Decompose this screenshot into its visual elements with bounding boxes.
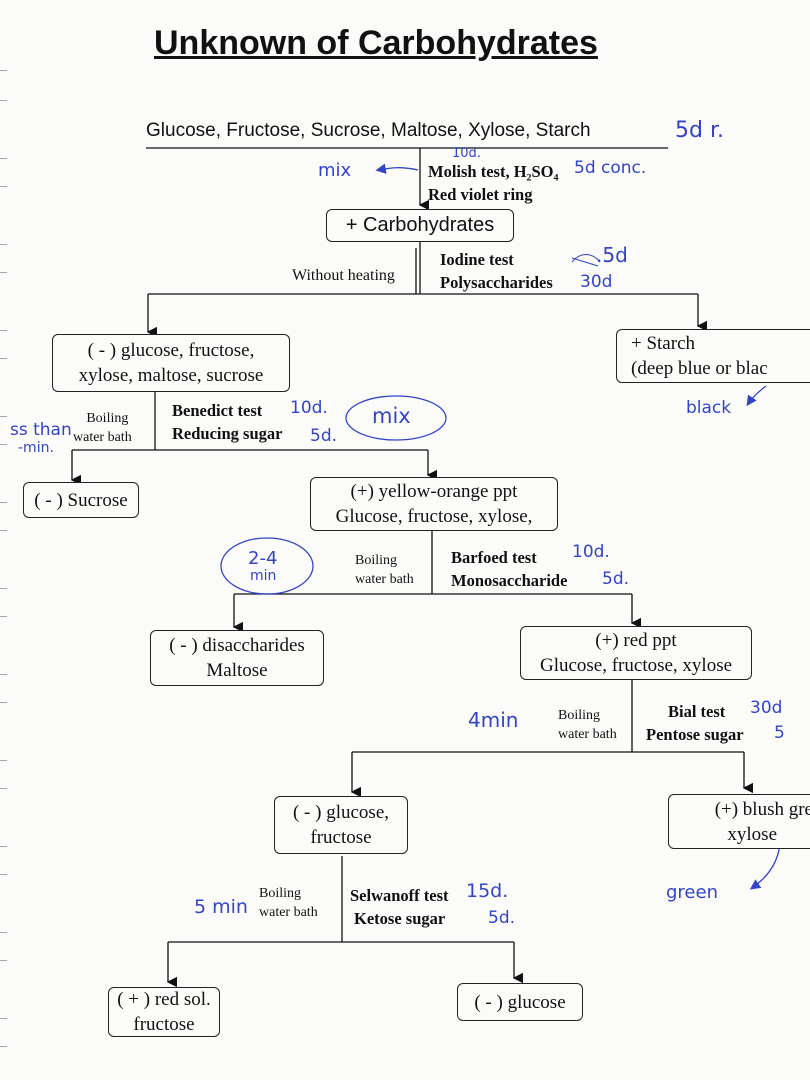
molish-result-label: Red violet ring — [428, 185, 533, 204]
reducing-volume-note: 5d. — [310, 426, 338, 446]
sugars-volume-note: 5d r. — [675, 118, 724, 143]
molish-volume-note: 10d. — [452, 146, 481, 161]
selwanoff-time-note: 5 min — [194, 896, 248, 918]
red-ppt-line1: (+) red ppt — [595, 630, 677, 651]
bial-condition-line1: Boiling — [558, 708, 601, 723]
iodine-condition: Without heating — [292, 267, 395, 284]
selwanoff-volume-note: 15d. — [466, 880, 509, 902]
bial-condition-line2: water bath — [558, 727, 617, 742]
bial-time-note: 4min — [468, 708, 519, 732]
benedict-test-label: Benedict test — [172, 401, 263, 420]
time-circle — [220, 537, 314, 595]
barfoed-detects-label: Monosaccharide — [451, 571, 568, 590]
page-title: Unknown of Carbohydrates — [154, 24, 598, 62]
benedict-condition-line1: Boiling — [86, 411, 129, 426]
iodine-detects-label: Polysaccharides — [440, 273, 553, 292]
barfoed-test-label: Barfoed test — [451, 548, 537, 567]
starch-line2: (deep blue or blac — [631, 358, 768, 379]
red-ppt-line2: Glucose, fructose, xylose — [539, 655, 733, 676]
benedict-condition-line2: water bath — [73, 430, 132, 445]
carbohydrates-label: + Carbohydrates — [345, 214, 495, 236]
monosaccharide-volume-note: 5d. — [602, 569, 630, 589]
barfoed-volume-note: 10d. — [572, 542, 610, 562]
ketose-volume-note: 5d. — [488, 908, 516, 928]
bial-positive-node: (+) blush gre xylose — [668, 794, 810, 849]
bial-positive-line2: xylose — [727, 823, 777, 845]
bial-positive-line1: (+) blush gre — [714, 798, 810, 820]
barfoed-condition-line2: water bath — [355, 572, 414, 587]
starch-color-note: black — [686, 398, 732, 418]
bial-test-label: Bial test — [668, 702, 726, 721]
starch-node: + Starch (deep blue or blac — [616, 329, 810, 383]
mix-circle — [345, 395, 447, 441]
disaccharides-line1: ( - ) disaccharides — [169, 635, 305, 656]
sugar-list: Glucose, Fructose, Sucrose, Maltose, Xyl… — [146, 120, 591, 141]
selwanoff-test-label: Selwanoff test — [350, 886, 449, 905]
selwanoff-detects-label: Ketose sugar — [354, 909, 446, 928]
iodine-negative-line1: ( - ) glucose, fructose, — [87, 340, 255, 361]
barfoed-condition: Boiling water bath — [355, 551, 414, 589]
bial-condition: Boiling water bath — [558, 706, 617, 744]
red-sol-line1: ( + ) red sol. — [117, 989, 211, 1010]
red-sol-node: ( + ) red sol. fructose — [108, 987, 220, 1037]
bial-negative-node: ( - ) glucose, fructose — [274, 796, 408, 854]
minute-note: -min. — [18, 440, 54, 456]
barfoed-condition-line1: Boiling — [355, 553, 398, 568]
barfoed-time-note-1: 2-4 — [248, 548, 278, 569]
polysaccharides-volume-note: 30d — [580, 272, 613, 292]
molish-conc-note: 5d conc. — [574, 158, 647, 178]
bial-negative-line1: ( - ) glucose, — [292, 802, 390, 823]
iodine-test-label: Iodine test — [440, 250, 514, 269]
carbohydrates-node: + Carbohydrates — [326, 209, 514, 242]
iodine-volume-note: .5d — [596, 243, 628, 267]
disaccharides-node: ( - ) disaccharides Maltose — [150, 630, 324, 686]
disaccharides-line2: Maltose — [206, 660, 268, 681]
bial-volume-note: 30d — [750, 698, 783, 718]
selwanoff-negative-label: ( - ) glucose — [474, 991, 566, 1013]
bial-detects-label: Pentose sugar — [646, 725, 744, 744]
selwanoff-condition: Boiling water bath — [259, 884, 318, 922]
mix-note: mix — [318, 160, 352, 181]
benedict-positive-line1: (+) yellow-orange ppt — [350, 481, 518, 502]
selwanoff-condition-line1: Boiling — [259, 886, 302, 901]
iodine-negative-line2: xylose, maltose, sucrose — [78, 365, 264, 386]
pentose-volume-note: 5 — [774, 723, 785, 743]
benedict-mix-note: mix — [372, 404, 411, 428]
xylose-color-note: green — [666, 882, 718, 903]
molish-test-label: Molish test, H₂SO₄ — [428, 162, 559, 181]
benedict-detects-label: Reducing sugar — [172, 424, 283, 443]
red-ppt-node: (+) red ppt Glucose, fructose, xylose — [520, 626, 752, 680]
sucrose-label: ( - ) Sucrose — [34, 489, 128, 511]
red-sol-line2: fructose — [133, 1014, 195, 1035]
selwanoff-negative-node: ( - ) glucose — [457, 983, 583, 1021]
benedict-positive-line2: Glucose, fructose, xylose, — [335, 506, 533, 527]
benedict-positive-node: (+) yellow-orange ppt Glucose, fructose,… — [310, 477, 558, 531]
selwanoff-condition-line2: water bath — [259, 905, 318, 920]
starch-line1: + Starch — [631, 333, 696, 354]
less-than-note: ss than — [10, 420, 72, 440]
barfoed-time-note-2: min — [250, 568, 277, 584]
benedict-condition: Boiling water bath — [73, 409, 132, 447]
bial-negative-line2: fructose — [310, 827, 372, 848]
sucrose-node: ( - ) Sucrose — [23, 482, 139, 518]
benedict-volume-note: 10d. — [290, 398, 328, 418]
mix-arrow-stroke — [375, 163, 419, 174]
iodine-negative-node: ( - ) glucose, fructose, xylose, maltose… — [52, 334, 290, 392]
